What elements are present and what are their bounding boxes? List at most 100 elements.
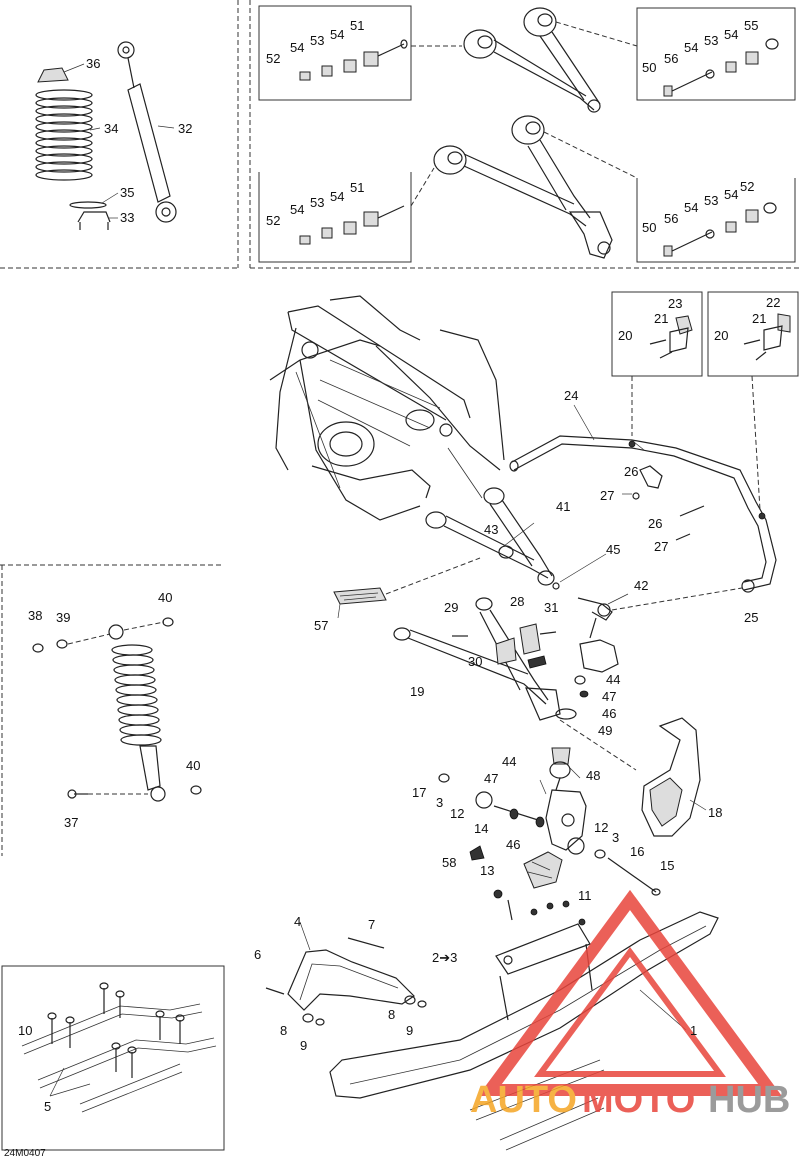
runners-box <box>1 965 225 1151</box>
callout-53-b: 53 <box>704 33 718 48</box>
bushing-box-bottom-left <box>258 172 412 263</box>
callout-25: 25 <box>744 610 758 625</box>
callout-6: 6 <box>254 947 261 962</box>
callout-37: 37 <box>64 815 78 830</box>
callout-55: 55 <box>744 18 758 33</box>
callout-46-a: 46 <box>602 706 616 721</box>
sway-bar-drawing <box>509 435 777 593</box>
callout-54-f: 54 <box>330 189 344 204</box>
spindle-drawing <box>438 773 661 896</box>
callout-19: 19 <box>410 684 424 699</box>
callout-1: 1 <box>690 1023 697 1038</box>
callout-21-b: 21 <box>752 311 766 326</box>
emblem-decal-drawing <box>333 557 481 605</box>
callout-51-b: 51 <box>350 180 364 195</box>
callout-13: 13 <box>480 863 494 878</box>
connectors-top <box>410 21 638 207</box>
callout-53-c: 53 <box>310 195 324 210</box>
callout-54-c: 54 <box>684 40 698 55</box>
callout-50-a: 50 <box>642 60 656 75</box>
a-arm-19-drawing <box>393 597 577 721</box>
callout-26-b: 26 <box>648 516 662 531</box>
ski-leg-18-drawing <box>559 717 701 837</box>
callout-58: 58 <box>442 855 456 870</box>
callout-54-g: 54 <box>684 200 698 215</box>
callout-54-e: 54 <box>290 202 304 217</box>
shock-panel-mid-frame <box>0 564 224 856</box>
callout-7: 7 <box>368 917 375 932</box>
callout-12-b: 12 <box>594 820 608 835</box>
sway-bar-links-drawing <box>632 465 705 541</box>
callout-39: 39 <box>56 610 70 625</box>
callout-42: 42 <box>634 578 648 593</box>
callout-40-b: 40 <box>186 758 200 773</box>
sway-bar-bracket-box-left <box>611 291 703 377</box>
a-arm-41-drawing <box>425 487 560 590</box>
callout-30: 30 <box>468 654 482 669</box>
callout-5: 5 <box>44 1099 51 1114</box>
callout-22: 22 <box>766 295 780 310</box>
callout-27-a: 27 <box>600 488 614 503</box>
upper-a-arms-drawing <box>433 7 613 259</box>
callout-11: 11 <box>578 888 592 903</box>
callout-29: 29 <box>444 600 458 615</box>
ball-joint-48-drawing <box>549 747 571 791</box>
callout-21-a: 21 <box>654 311 668 326</box>
callout-3-b: 3 <box>612 830 619 845</box>
callout-36: 36 <box>86 56 100 71</box>
callout-35: 35 <box>120 185 134 200</box>
watermark-auto: AUTO <box>470 1079 577 1121</box>
connector-bracket-right <box>751 375 761 511</box>
callout-20-b: 20 <box>714 328 728 343</box>
callout-54-h: 54 <box>724 187 738 202</box>
tie-rod-drawing <box>574 587 743 698</box>
callout-41: 41 <box>556 499 570 514</box>
callout-52-b: 52 <box>266 213 280 228</box>
a-arm-panel-frame <box>249 0 800 269</box>
callout-26-a: 26 <box>624 464 638 479</box>
callout-20-a: 20 <box>618 328 632 343</box>
callout-31: 31 <box>544 600 558 615</box>
callout-10: 10 <box>18 1023 32 1038</box>
callout-16: 16 <box>630 844 644 859</box>
watermark-hub: HUB <box>708 1079 790 1121</box>
chassis-frame-drawing <box>269 295 505 521</box>
callout-47-a: 47 <box>602 689 616 704</box>
callout-48: 48 <box>586 768 600 783</box>
shock-absorber-top-drawing <box>35 41 177 230</box>
callout-17: 17 <box>412 785 426 800</box>
callout-9-b: 9 <box>406 1023 413 1038</box>
callout-44-a: 44 <box>606 672 620 687</box>
callout-23: 23 <box>668 296 682 311</box>
callout-8-a: 8 <box>280 1023 287 1038</box>
callout-52-c: 52 <box>740 179 754 194</box>
callout-8-b: 8 <box>388 1007 395 1022</box>
callout-54-b: 54 <box>330 27 344 42</box>
callout-46-b: 46 <box>506 837 520 852</box>
callout-9-a: 9 <box>300 1038 307 1053</box>
callout-51-a: 51 <box>350 18 364 33</box>
callout-2-to-3: 2➔3 <box>432 950 457 965</box>
callout-56-b: 56 <box>664 211 678 226</box>
shock-panel-frame <box>0 0 239 269</box>
callout-34: 34 <box>104 121 118 136</box>
callout-14: 14 <box>474 821 488 836</box>
callout-15: 15 <box>660 858 674 873</box>
callout-43: 43 <box>484 522 498 537</box>
callout-57: 57 <box>314 618 328 633</box>
callout-53-a: 53 <box>310 33 324 48</box>
callout-56-a: 56 <box>664 51 678 66</box>
callout-50-b: 50 <box>642 220 656 235</box>
callout-32: 32 <box>178 121 192 136</box>
callout-44-b: 44 <box>502 754 516 769</box>
watermark-moto: MOTO <box>582 1079 695 1121</box>
bushing-box-bottom-right <box>636 178 796 263</box>
callout-28: 28 <box>510 594 524 609</box>
callout-52-a: 52 <box>266 51 280 66</box>
callout-labels: 36 34 32 35 33 52 54 53 54 51 50 56 54 5… <box>4 18 780 1159</box>
callout-4: 4 <box>294 914 301 929</box>
callout-12-a: 12 <box>450 806 464 821</box>
bushing-box-top-right <box>636 7 796 101</box>
leader-lines <box>49 63 707 1097</box>
